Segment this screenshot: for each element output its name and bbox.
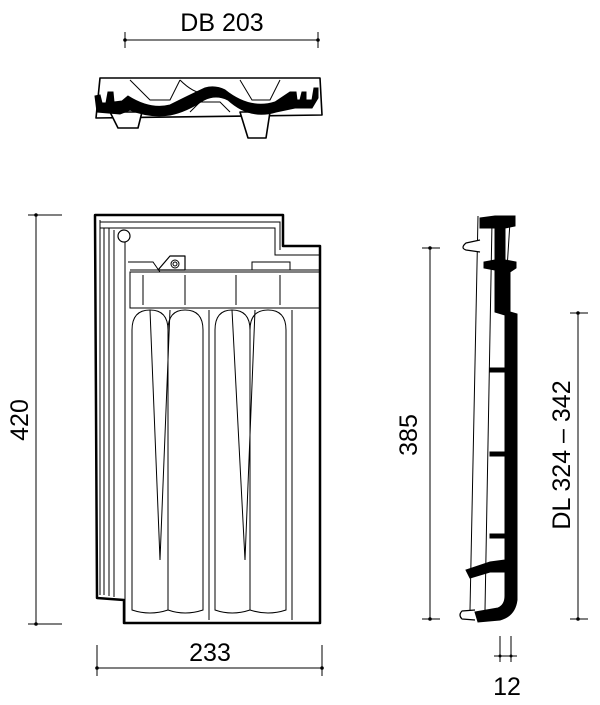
dimension-thickness-12: 12 [493, 636, 521, 701]
label-385: 385 [395, 414, 423, 456]
tile-channels [131, 309, 293, 620]
label-12: 12 [493, 673, 521, 701]
dimension-width-233: 233 [95, 639, 324, 676]
tile-front-view [93, 213, 322, 625]
label-420: 420 [6, 399, 34, 441]
label-dl: DL 324 – 342 [548, 380, 576, 529]
tile-cross-section-top [94, 77, 323, 139]
label-db: DB 203 [180, 9, 263, 37]
label-233: 233 [189, 639, 231, 667]
dimension-db: DB 203 [123, 9, 320, 48]
dimension-batten-gauge: DL 324 – 342 [548, 311, 588, 621]
dimension-385: 385 [395, 246, 440, 621]
tile-side-profile [459, 215, 518, 623]
dimension-length-420: 420 [6, 213, 62, 626]
